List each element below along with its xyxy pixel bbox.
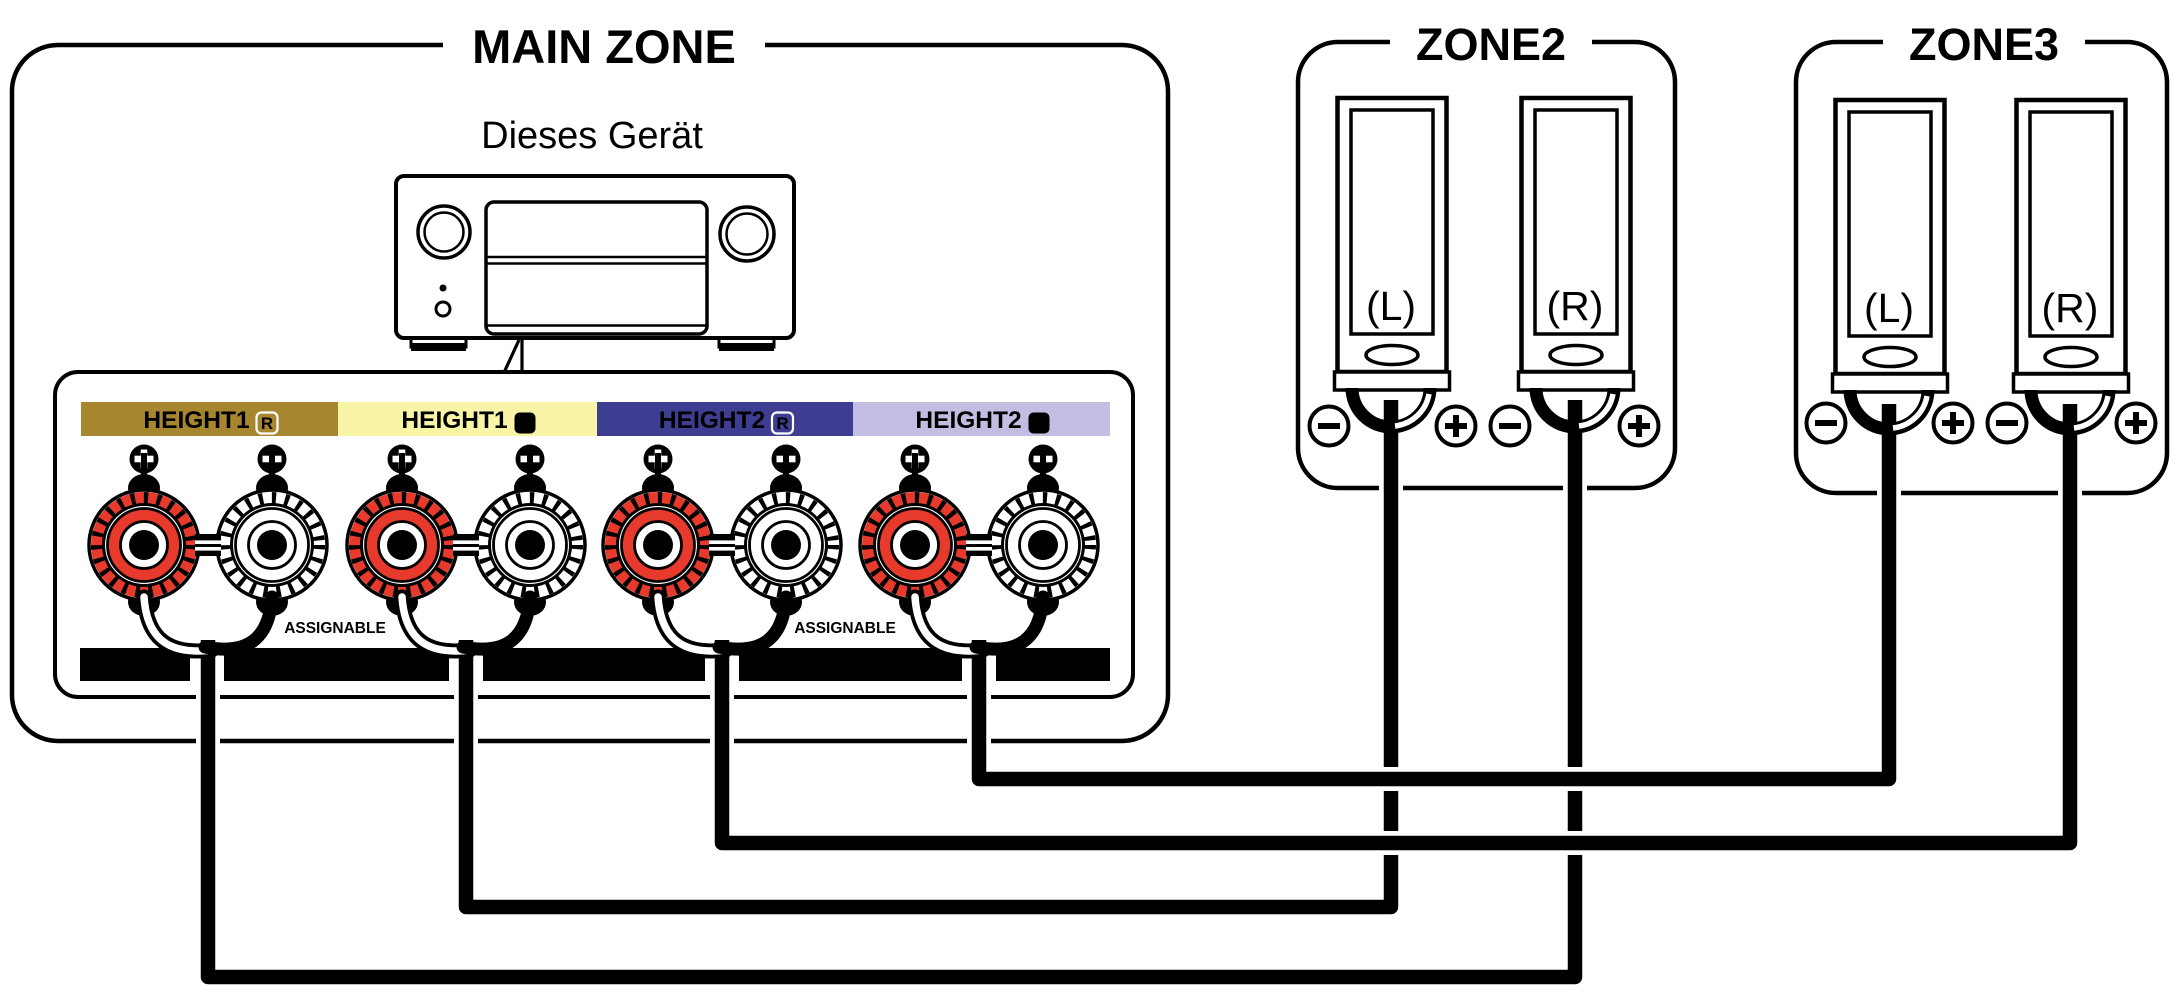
header-segment-height2-l [853, 402, 1110, 436]
receiver-front-panel [484, 200, 709, 336]
wire-height2r-zone3r [714, 404, 2078, 851]
panel-rail-segment [996, 648, 1110, 681]
plus-terminal-icon [1931, 401, 1975, 445]
pair-bridge [966, 534, 992, 556]
speaker-cables [196, 400, 2082, 989]
assignable-label: ASSIGNABLE [284, 620, 386, 637]
plus-terminal-icon [2114, 401, 2158, 445]
speaker-cabinet-zone2-l [1335, 98, 1450, 390]
receiver-led [439, 284, 447, 292]
zone3-box: ZONE3 (L) (R) [1793, 19, 2170, 496]
terminal-panel-border [53, 370, 1135, 699]
device-label: Dieses Gerät [481, 115, 703, 157]
minus-terminal-icon [1488, 404, 1532, 448]
pair-bridge [195, 534, 221, 556]
minus-terminal-icon [1804, 401, 1848, 445]
receiver-power-button [434, 300, 452, 318]
wire-height1r-zone2r [200, 400, 1583, 985]
zone2-box: ZONE2 (L) (R) [1295, 19, 1678, 491]
header-label-height1-r: HEIGHT1 [143, 407, 249, 434]
speaker-label-zone2-r: (R) [1547, 283, 1604, 329]
receiver-foot-pad [719, 343, 774, 351]
speaker-label-zone2-l: (L) [1366, 283, 1416, 329]
panel-rail-segment [483, 648, 705, 681]
header-label-height1-l: HEIGHT1 [401, 407, 507, 434]
channel-badge-letter: R [776, 414, 788, 433]
terminal-header: HEIGHT1 R HEIGHT1 L HEIGHT2 R HEIGHT2 L [81, 402, 1110, 436]
receiver-foot-pad [411, 343, 466, 351]
av-receiver [394, 174, 796, 430]
speaker-terminal-panel: HEIGHT1 R HEIGHT1 L HEIGHT2 R HEIGHT2 L … [53, 370, 1135, 699]
wire-height1l-zone2l [458, 400, 1399, 915]
plus-terminal-icon [1434, 404, 1478, 448]
pair-bridge [453, 534, 479, 556]
header-segment-height1-r [81, 402, 338, 436]
channel-badge-letter: R [261, 414, 273, 433]
channel-badge-solid [514, 412, 536, 434]
panel-rail-segment [224, 648, 449, 681]
speaker-cabinet-zone2-r [1519, 98, 1634, 390]
header-label-height2-l: HEIGHT2 [915, 407, 1021, 434]
speaker-label-zone3-l: (L) [1864, 285, 1914, 331]
pair-bridge [709, 534, 735, 556]
minus-terminal-icon [1985, 401, 2029, 445]
zone2-title: ZONE2 [1416, 19, 1566, 70]
main-zone-title: MAIN ZONE [472, 20, 736, 73]
main-zone-title-gap [443, 24, 765, 68]
receiver-knob-right-inner [725, 212, 769, 256]
receiver-knob-right [718, 205, 776, 263]
header-label-height2-r: HEIGHT2 [659, 407, 765, 434]
panel-rail-segment [739, 648, 962, 681]
zone3-title: ZONE3 [1909, 19, 2059, 70]
channel-badge-outline [255, 411, 279, 435]
zone3-title-gap [1883, 20, 2085, 66]
speaker-label-zone3-r: (R) [2042, 285, 2099, 331]
speaker-cabinet-zone3-r [2014, 100, 2129, 392]
channel-badge-solid [1028, 412, 1050, 434]
panel-rail [80, 648, 1110, 681]
assignable-label: ASSIGNABLE [794, 620, 896, 637]
receiver-knob-left-inner [423, 211, 465, 253]
plus-terminal-icon [1617, 404, 1661, 448]
header-segment-height1-l [338, 402, 597, 436]
wire-height2l-zone3l [971, 404, 1897, 787]
minus-terminal-icon [1307, 404, 1351, 448]
channel-badge-letter: L [1034, 414, 1044, 433]
zone2-title-gap [1390, 20, 1592, 66]
speaker-cabinet-zone3-l [1833, 100, 1948, 392]
channel-badge-letter: L [520, 414, 530, 433]
channel-badge-outline [770, 411, 795, 435]
header-segment-height2-r [597, 402, 853, 436]
receiver-knob-left [416, 204, 472, 260]
